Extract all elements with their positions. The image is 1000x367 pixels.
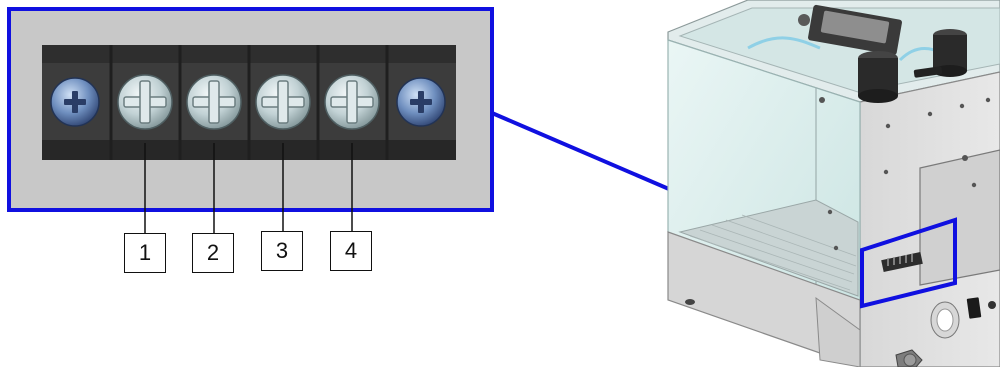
- terminal-screw-icon: [324, 74, 380, 130]
- top-components: [747, 4, 967, 103]
- terminal-block: [42, 45, 456, 160]
- terminal-label-4: 4: [330, 231, 372, 271]
- terminal-label-3: 3: [261, 231, 303, 271]
- side-access-panel: [919, 149, 1000, 286]
- device-illustration: [667, 0, 1000, 367]
- device-base: [667, 231, 861, 367]
- terminal-screw-icon: [117, 74, 173, 130]
- end-screw-icon: [50, 77, 100, 127]
- highlight-box: [860, 217, 957, 309]
- end-screw-icon: [396, 77, 446, 127]
- panel-screws: [819, 97, 991, 251]
- terminal-label-2: 2: [192, 233, 234, 273]
- terminal-label-1: 1: [124, 233, 166, 273]
- terminal-screw-icon: [186, 74, 242, 130]
- terminal-screw-icon: [255, 74, 311, 130]
- device-terminal-block: [881, 251, 923, 273]
- zoom-inset: [7, 7, 494, 233]
- device-connectors: [895, 297, 996, 367]
